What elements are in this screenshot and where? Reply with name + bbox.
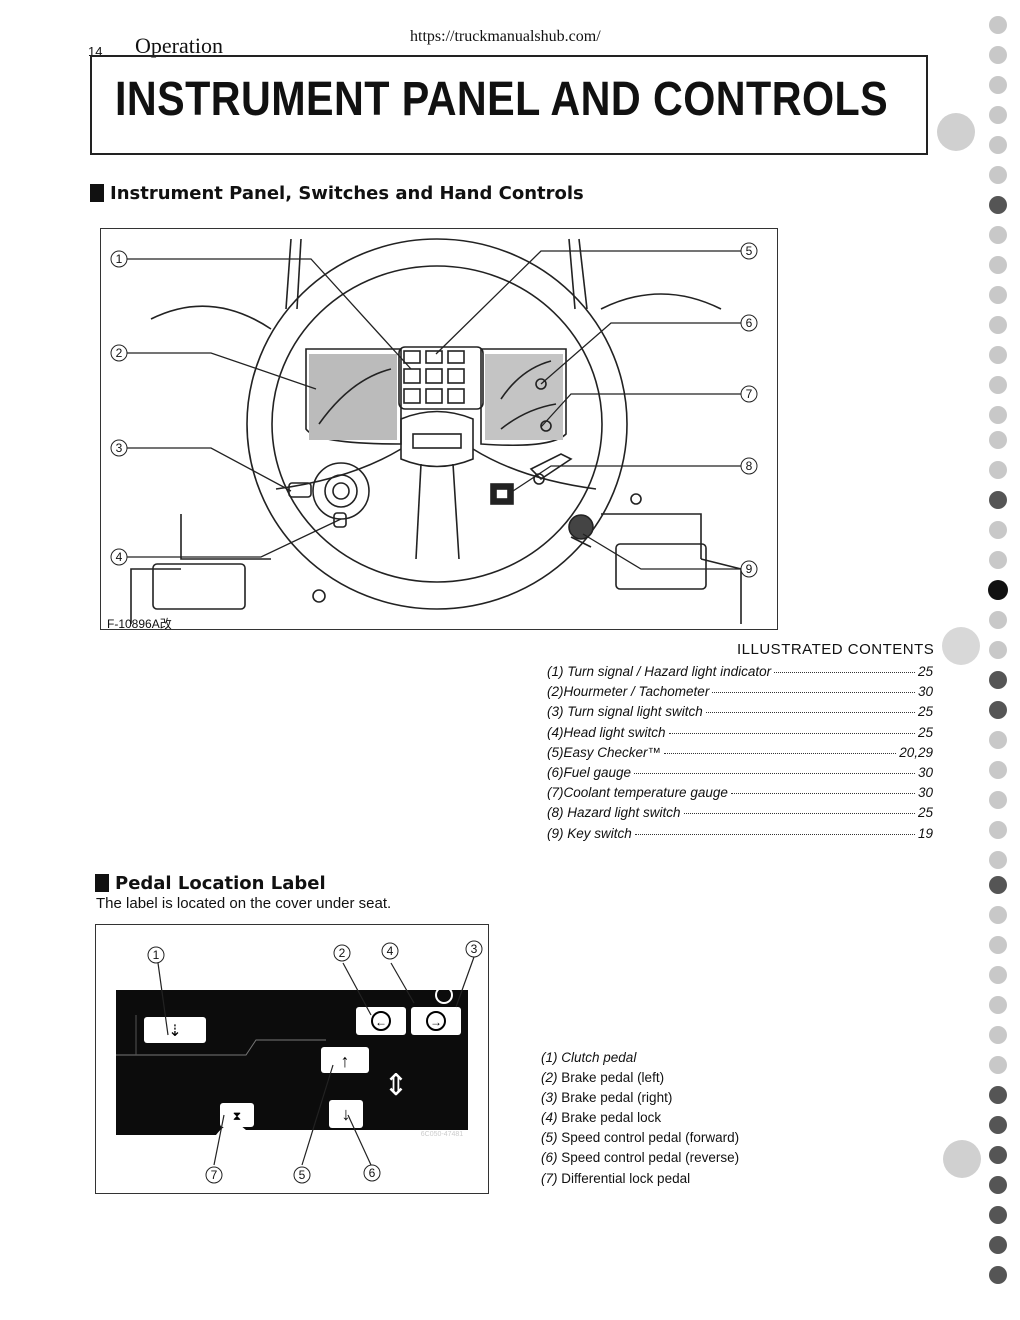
heading-square-icon [90,184,104,202]
svg-text:7: 7 [746,387,753,401]
instrument-panel-figure: 1 5 6 2 7 3 8 4 9 F-10896A改 [100,228,778,631]
callout-2: 2 [333,944,351,962]
pedal-item: (5) Speed control pedal (forward) [541,1130,740,1146]
svg-text:2: 2 [339,946,346,960]
pedal-item: (2) Brake pedal (left) [541,1070,665,1086]
callout-1: 1 [147,946,165,964]
svg-text:5: 5 [299,1168,306,1182]
svg-text:2: 2 [116,346,123,360]
pedal-label-figure: ⇣ ← → ↑ ↓ ⧗ ⇕ 6C050-47481 1 2 4 3 [95,924,489,1194]
pedal-label-drawing: ⇣ ← → ↑ ↓ ⧗ ⇕ 6C050-47481 1 2 4 3 [116,940,483,1184]
svg-text:⧗: ⧗ [233,1109,241,1123]
svg-text:⇕: ⇕ [383,1069,408,1102]
instrument-panel-drawing: 1 5 6 2 7 3 8 4 9 [110,238,758,624]
svg-text:↓: ↓ [342,1104,351,1124]
svg-text:3: 3 [116,441,123,455]
panel-section-heading: Instrument Panel, Switches and Hand Cont… [90,183,584,204]
svg-text:↑: ↑ [341,1051,350,1071]
page-title: INSTRUMENT PANEL AND CONTROLS [115,73,889,126]
section-name: Operation [135,33,223,58]
binder-holes [988,16,1008,1284]
title-box [90,55,928,155]
source-url[interactable]: https://truckmanualshub.com/ [410,28,601,45]
figure-id: F-10896A改 [107,617,172,631]
svg-text:6: 6 [369,1166,376,1180]
hole-punch-mark [942,627,980,665]
pedal-item: (3) Brake pedal (right) [541,1090,673,1106]
svg-text:1: 1 [153,948,160,962]
svg-text:5: 5 [746,244,753,258]
svg-text:9: 9 [746,562,753,576]
pedal-item: (4) Brake pedal lock [541,1110,662,1126]
callout-6: 6 [740,314,758,332]
callout-3: 3 [465,940,483,958]
svg-text:3: 3 [471,942,478,956]
hole-punch-mark [943,1140,981,1178]
svg-text:8: 8 [746,459,753,473]
callout-6: 6 [363,1164,381,1182]
pedal-section-subtext: The label is located on the cover under … [96,895,392,912]
pedal-list: (1) Clutch pedal (2) Brake pedal (left) … [541,1050,739,1191]
callout-9: 9 [740,560,758,578]
label-code: 6C050-47481 [421,1131,464,1138]
svg-text:4: 4 [387,944,394,958]
heading-square-icon [95,874,109,892]
contents-item: (1) Turn signal / Hazard light indicator… [547,664,933,679]
pedal-item: (6) Speed control pedal (reverse) [541,1150,740,1166]
svg-text:7: 7 [211,1168,218,1182]
callout-1: 1 [110,250,128,268]
callout-7: 7 [740,385,758,403]
callout-5: 5 [293,1166,311,1184]
contents-list: (1) Turn signal / Hazard light indicator… [547,664,933,846]
callout-5: 5 [740,242,758,260]
pedal-item: (7) Differential lock pedal [541,1170,691,1186]
callout-4: 4 [381,942,399,960]
callout-4: 4 [110,548,128,566]
callout-2: 2 [110,344,128,362]
callout-8: 8 [740,457,758,475]
callout-7: 7 [205,1166,223,1184]
svg-text:→: → [430,1015,442,1029]
svg-text:1: 1 [116,252,123,266]
callout-3: 3 [110,439,128,457]
contents-title: ILLUSTRATED CONTENTS [737,641,935,658]
svg-text:6: 6 [746,316,753,330]
svg-text:⇣: ⇣ [168,1023,181,1040]
hole-punch-mark [937,113,975,151]
svg-text:←: ← [375,1015,387,1029]
svg-text:4: 4 [116,550,123,564]
pedal-item: (1) Clutch pedal [541,1050,637,1065]
pedal-section-heading: Pedal Location Label [95,873,326,894]
